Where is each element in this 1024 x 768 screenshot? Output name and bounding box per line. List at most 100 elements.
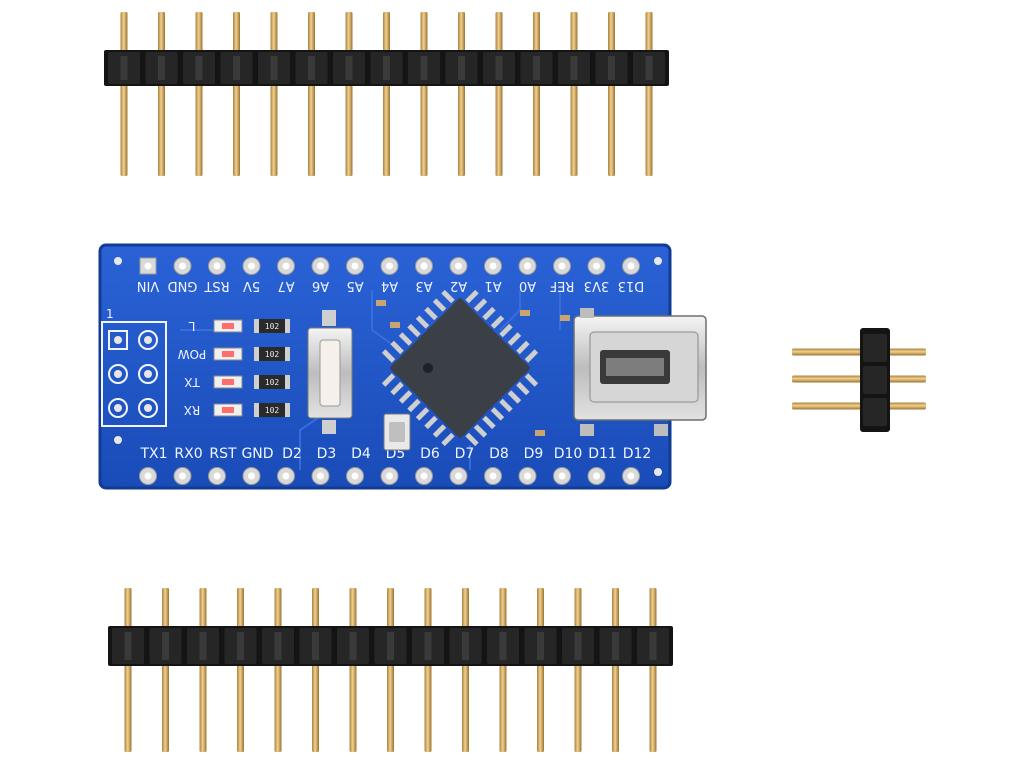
chip-lead xyxy=(441,432,455,447)
header-pin xyxy=(199,588,207,752)
led-die xyxy=(222,407,234,413)
resistor-end xyxy=(254,319,259,333)
header-pin xyxy=(645,12,653,176)
chip-lead xyxy=(507,332,522,346)
header-pin xyxy=(495,12,503,176)
smd-components xyxy=(376,300,570,436)
icsp-pad xyxy=(108,398,128,418)
pin-hole xyxy=(179,262,186,270)
resistor xyxy=(256,347,288,361)
icsp-marker: 1 xyxy=(106,307,114,321)
icsp-pad xyxy=(138,398,158,418)
chip-lead xyxy=(407,323,421,338)
bottom-pin-label: D2 xyxy=(282,446,302,462)
small-header-pin xyxy=(792,375,926,383)
mount-hole xyxy=(114,436,122,444)
resistor-end xyxy=(254,375,259,389)
chip-lead xyxy=(432,424,447,438)
top-pin-label: A6 xyxy=(312,278,329,293)
header-pin xyxy=(237,588,244,752)
top-pin-label: A7 xyxy=(277,278,294,293)
small-header-segment xyxy=(863,366,887,394)
icsp-pad xyxy=(138,364,158,384)
header-pin xyxy=(233,12,240,176)
header-pin xyxy=(649,588,657,752)
resistor xyxy=(256,319,288,333)
pin-hole xyxy=(489,472,497,480)
pin-hole xyxy=(420,262,428,270)
pin-hole xyxy=(317,472,324,480)
pin-hole xyxy=(386,472,393,480)
header-pin xyxy=(612,588,619,752)
icsp-hole xyxy=(144,404,152,412)
resistor-marking: 102 xyxy=(265,378,280,387)
header-pin xyxy=(195,12,203,176)
mount-hole xyxy=(114,257,122,265)
header-pin xyxy=(270,12,278,176)
header-pin xyxy=(274,588,282,752)
header-segment-shade xyxy=(124,632,132,660)
small-header-pin xyxy=(792,348,926,356)
reset-button xyxy=(307,310,353,434)
small-pin-header-2x3 xyxy=(792,328,926,432)
header-pin xyxy=(608,12,615,176)
resistor-end xyxy=(285,347,290,361)
bottom-pin-label: GND xyxy=(241,446,273,462)
chip-lead xyxy=(499,323,513,338)
pin-hole xyxy=(558,472,566,480)
chip-lead xyxy=(516,381,530,396)
header-segment-shade xyxy=(462,632,469,660)
resistor-marking: 102 xyxy=(265,406,280,415)
chip-pin1-dot xyxy=(423,363,433,373)
chip-lead xyxy=(490,315,505,329)
top-pin-label: A1 xyxy=(484,278,501,293)
icsp-pad xyxy=(138,330,158,350)
chip-lead xyxy=(465,289,479,304)
pin-hole xyxy=(593,472,600,480)
chip-lead xyxy=(441,289,455,304)
chip-lead xyxy=(381,373,396,387)
header-pin xyxy=(533,12,540,176)
header-segment-shade xyxy=(570,56,578,80)
bottom-pin-pads xyxy=(139,467,640,485)
led-die xyxy=(222,323,234,329)
pin-hole xyxy=(144,472,152,480)
bottom-pin-label: D7 xyxy=(455,446,475,462)
icsp-hole xyxy=(144,370,152,378)
chip-lead xyxy=(424,306,438,321)
header-segment-shade xyxy=(649,632,657,660)
chip-lead xyxy=(524,373,539,387)
header-segment-shade xyxy=(612,632,619,660)
top-pin-label: A3 xyxy=(415,278,432,293)
header-pin xyxy=(458,12,465,176)
header-segment-shade xyxy=(233,56,240,80)
header-pin xyxy=(499,588,507,752)
header-segment-shade xyxy=(608,56,615,80)
icsp-pad xyxy=(108,364,128,384)
header-segment-shade xyxy=(308,56,315,80)
header-segment-shade xyxy=(424,632,432,660)
chip-lead xyxy=(524,349,539,363)
chip-lead xyxy=(390,340,404,355)
pin-hole xyxy=(213,262,221,270)
pin-hole xyxy=(144,262,152,270)
header-segment-shade xyxy=(499,632,507,660)
top-pin-label: A2 xyxy=(450,278,467,293)
header-segment-shade xyxy=(274,632,282,660)
atmega-chip xyxy=(381,289,539,447)
mount-hole xyxy=(654,468,662,476)
header-pin xyxy=(124,588,132,752)
header-segment-shade xyxy=(533,56,540,80)
header-segment-shade xyxy=(158,56,165,80)
resistor-marking: 102 xyxy=(265,350,280,359)
pin-hole xyxy=(524,262,531,270)
header-segment-shade xyxy=(387,632,394,660)
header-pin xyxy=(383,12,390,176)
mount-hole xyxy=(654,257,662,265)
chip-lead xyxy=(482,306,496,321)
header-segment-shade xyxy=(312,632,319,660)
